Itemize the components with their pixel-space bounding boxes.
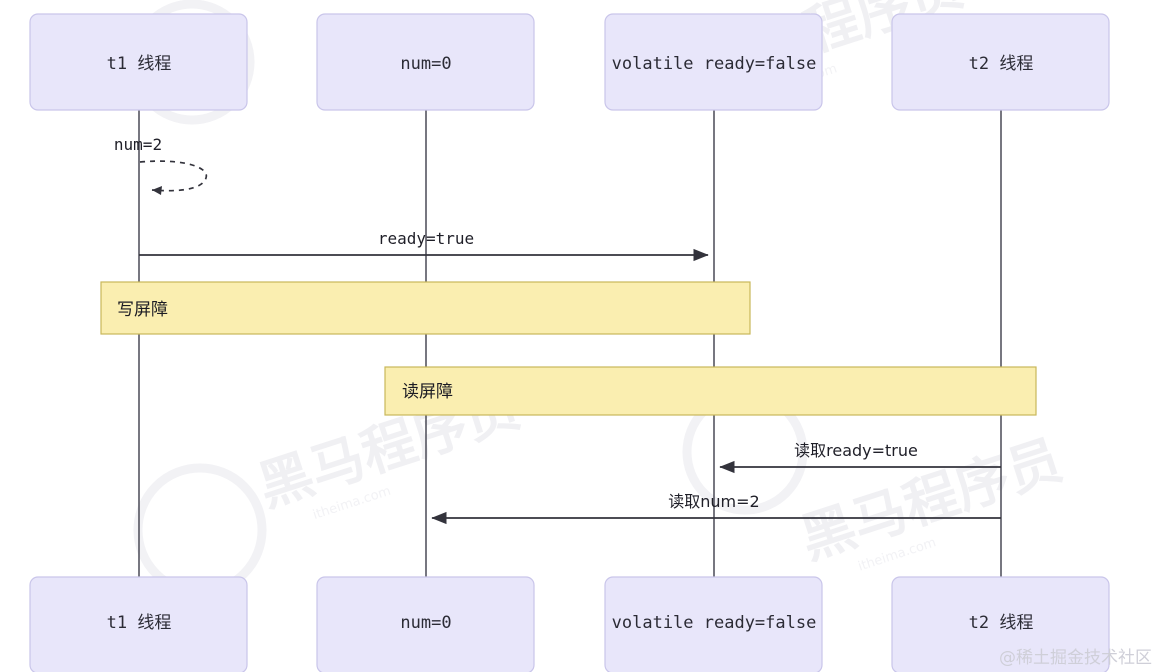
- participant-box-num-bottom[interactable]: [316, 576, 535, 672]
- participant-header-t2[interactable]: t2 线程: [891, 13, 1110, 111]
- barrier-box-read[interactable]: [384, 366, 1037, 416]
- participant-box-t1-bottom[interactable]: [29, 576, 248, 672]
- watermark-ring-left: [133, 463, 267, 597]
- barrier-write[interactable]: 写屏障: [100, 281, 751, 335]
- participant-footer-ready[interactable]: volatile ready=false: [604, 576, 823, 672]
- participant-label-t2: t2 线程: [969, 54, 1034, 74]
- participant-footer-t1[interactable]: t1 线程: [29, 576, 248, 672]
- participant-header-t1[interactable]: t1 线程: [29, 13, 248, 111]
- participant-label-t1: t1 线程: [107, 54, 172, 74]
- participant-box-ready[interactable]: [604, 13, 823, 111]
- barrier-label-read: 读屏障: [402, 382, 453, 402]
- participant-label-t1-bottom: t1 线程: [107, 613, 172, 633]
- participant-box-t2-bottom[interactable]: [891, 576, 1110, 672]
- message-read-num-2[interactable]: 读取num=2: [431, 492, 1001, 525]
- barrier-label-write: 写屏障: [117, 300, 168, 320]
- message-self-loop-path: [139, 160, 208, 192]
- credit-watermark: @稀土掘金技术社区: [999, 648, 1152, 668]
- message-read-ready-true[interactable]: 读取ready=true: [719, 441, 1001, 474]
- participant-label-ready-bottom: volatile ready=false: [612, 613, 817, 633]
- participant-header-num[interactable]: num=0: [316, 13, 535, 111]
- participant-box-num[interactable]: [316, 13, 535, 111]
- participant-label-ready: volatile ready=false: [612, 54, 817, 74]
- message-label-ready-true: ready=true: [378, 229, 474, 248]
- message-label-read-num-2: 读取num=2: [668, 492, 759, 511]
- participant-footer-num[interactable]: num=0: [316, 576, 535, 672]
- participant-label-t2-bottom: t2 线程: [969, 613, 1034, 633]
- barrier-read[interactable]: 读屏障: [384, 366, 1037, 416]
- barrier-box-write[interactable]: [100, 281, 751, 335]
- participant-box-ready-bottom[interactable]: [604, 576, 823, 672]
- participant-box-t1[interactable]: [29, 13, 248, 111]
- message-self-num-2[interactable]: num=2: [114, 135, 208, 195]
- message-label-read-ready-true: 读取ready=true: [794, 441, 918, 460]
- message-ready-true[interactable]: ready=true: [139, 229, 709, 262]
- participant-label-num: num=0: [400, 54, 451, 74]
- participant-header-ready[interactable]: volatile ready=false: [604, 13, 823, 111]
- participant-footer-t2[interactable]: t2 线程: [891, 576, 1110, 672]
- message-label-num-2: num=2: [114, 135, 162, 154]
- participant-box-t2[interactable]: [891, 13, 1110, 111]
- participant-label-num-bottom: num=0: [400, 613, 451, 633]
- message-self-loop-arrowhead: [152, 186, 162, 195]
